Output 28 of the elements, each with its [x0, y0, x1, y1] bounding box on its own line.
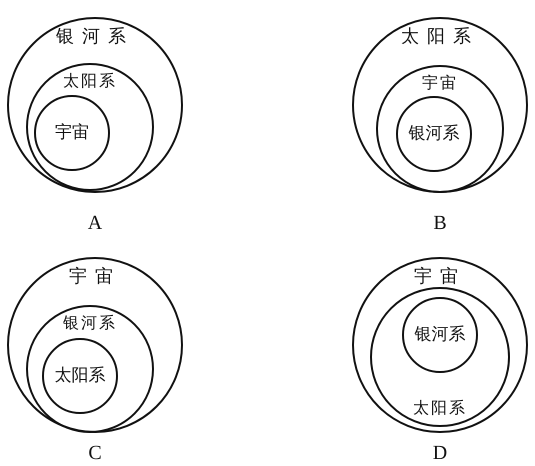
circle: [42, 338, 118, 414]
circle: [7, 257, 183, 433]
circle: [352, 17, 528, 193]
circle: [396, 96, 472, 172]
circle: [376, 65, 504, 193]
circle: [370, 287, 510, 427]
circle-label: 宇宙: [69, 267, 121, 287]
option-letter: D: [432, 442, 448, 465]
circle: [26, 63, 154, 191]
circle-label: 太阳系: [54, 366, 106, 386]
circle-label: 银河系: [63, 314, 117, 332]
circle-label: 宇宙: [422, 74, 458, 92]
circle: [34, 95, 110, 171]
circle-label: 银河系: [56, 27, 134, 47]
circle-label: 太阳系: [413, 399, 467, 417]
circle-label: 太阳系: [401, 27, 479, 47]
option-letter: B: [433, 212, 447, 235]
circle-label: 银河系: [414, 326, 466, 344]
circle-label: 银河系: [408, 124, 460, 144]
circle-label: 太阳系: [63, 72, 117, 90]
option-letter: A: [88, 212, 102, 235]
circle: [7, 17, 183, 193]
circle-label: 宇宙: [55, 124, 89, 142]
circle: [26, 305, 154, 433]
circle: [352, 257, 528, 433]
circle: [402, 297, 478, 373]
option-letter: C: [88, 442, 102, 465]
circle-label: 宇宙: [414, 267, 466, 287]
